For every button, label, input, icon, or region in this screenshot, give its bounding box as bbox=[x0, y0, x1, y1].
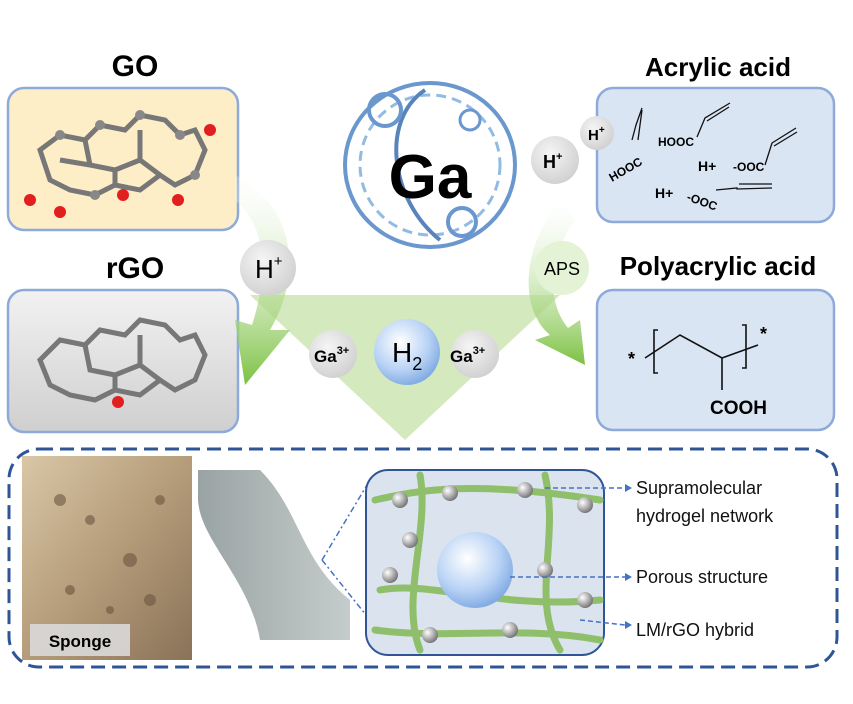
h-plus-right: H+ bbox=[543, 151, 562, 172]
cooh-label: COOH bbox=[710, 398, 767, 419]
polyacrylic-star: * bbox=[760, 324, 767, 344]
aps-label: APS bbox=[544, 259, 580, 279]
callout-hybrid: LM/rGO hybrid bbox=[636, 620, 754, 640]
callout-network: hydrogel network bbox=[636, 506, 774, 526]
rgo-title: rGO bbox=[106, 252, 164, 285]
ga-label: Ga bbox=[389, 143, 472, 212]
h-plus-circle-small bbox=[580, 116, 614, 150]
sponge-label: Sponge bbox=[49, 632, 111, 651]
acrylic-title: Acrylic acid bbox=[645, 52, 791, 82]
gallium-droplet-image bbox=[343, 81, 517, 249]
composite-panel bbox=[7, 447, 839, 669]
hydrogel-slab bbox=[198, 470, 350, 640]
h-plus-left: H+ bbox=[255, 253, 283, 284]
polyacrylic-structure bbox=[644, 324, 759, 390]
ga3-circle-left bbox=[309, 330, 357, 378]
polyacrylic-star: * bbox=[628, 349, 635, 369]
h-plus-small: H+ bbox=[588, 125, 605, 144]
callout-network: Supramolecular bbox=[636, 478, 762, 498]
go-title: GO bbox=[112, 50, 159, 83]
ga3-circle-right bbox=[451, 330, 499, 378]
h2-label: H2 bbox=[392, 337, 422, 374]
h2-bubble bbox=[374, 319, 440, 385]
ga3-right: Ga3+ bbox=[450, 345, 485, 366]
h-plus-circle-right bbox=[531, 136, 579, 184]
polyacrylic-box bbox=[595, 288, 836, 432]
polyacrylic-title: Polyacrylic acid bbox=[620, 251, 817, 281]
pore-bubble bbox=[437, 532, 513, 608]
rgo-molecule bbox=[37, 317, 208, 403]
acrylic-box bbox=[595, 86, 836, 224]
zoom-lines bbox=[321, 479, 371, 621]
callout-porous: Porous structure bbox=[636, 567, 768, 587]
lm-particles bbox=[382, 482, 593, 643]
acrylic-structures bbox=[631, 102, 798, 191]
callout-lines bbox=[510, 487, 626, 626]
aps-circle bbox=[535, 241, 589, 295]
acrylic-label: H+ bbox=[655, 185, 673, 201]
acrylic-label: H+ bbox=[698, 158, 716, 174]
h-plus-circle-left bbox=[240, 240, 296, 296]
ga3-left: Ga3+ bbox=[314, 345, 349, 366]
go-box bbox=[6, 86, 240, 232]
acrylic-label: -OOC bbox=[733, 160, 765, 174]
right-arrow bbox=[528, 200, 585, 365]
sponge-label-bg bbox=[30, 624, 130, 656]
rgo-box bbox=[6, 288, 240, 434]
acrylic-label: HOOC bbox=[658, 135, 694, 149]
